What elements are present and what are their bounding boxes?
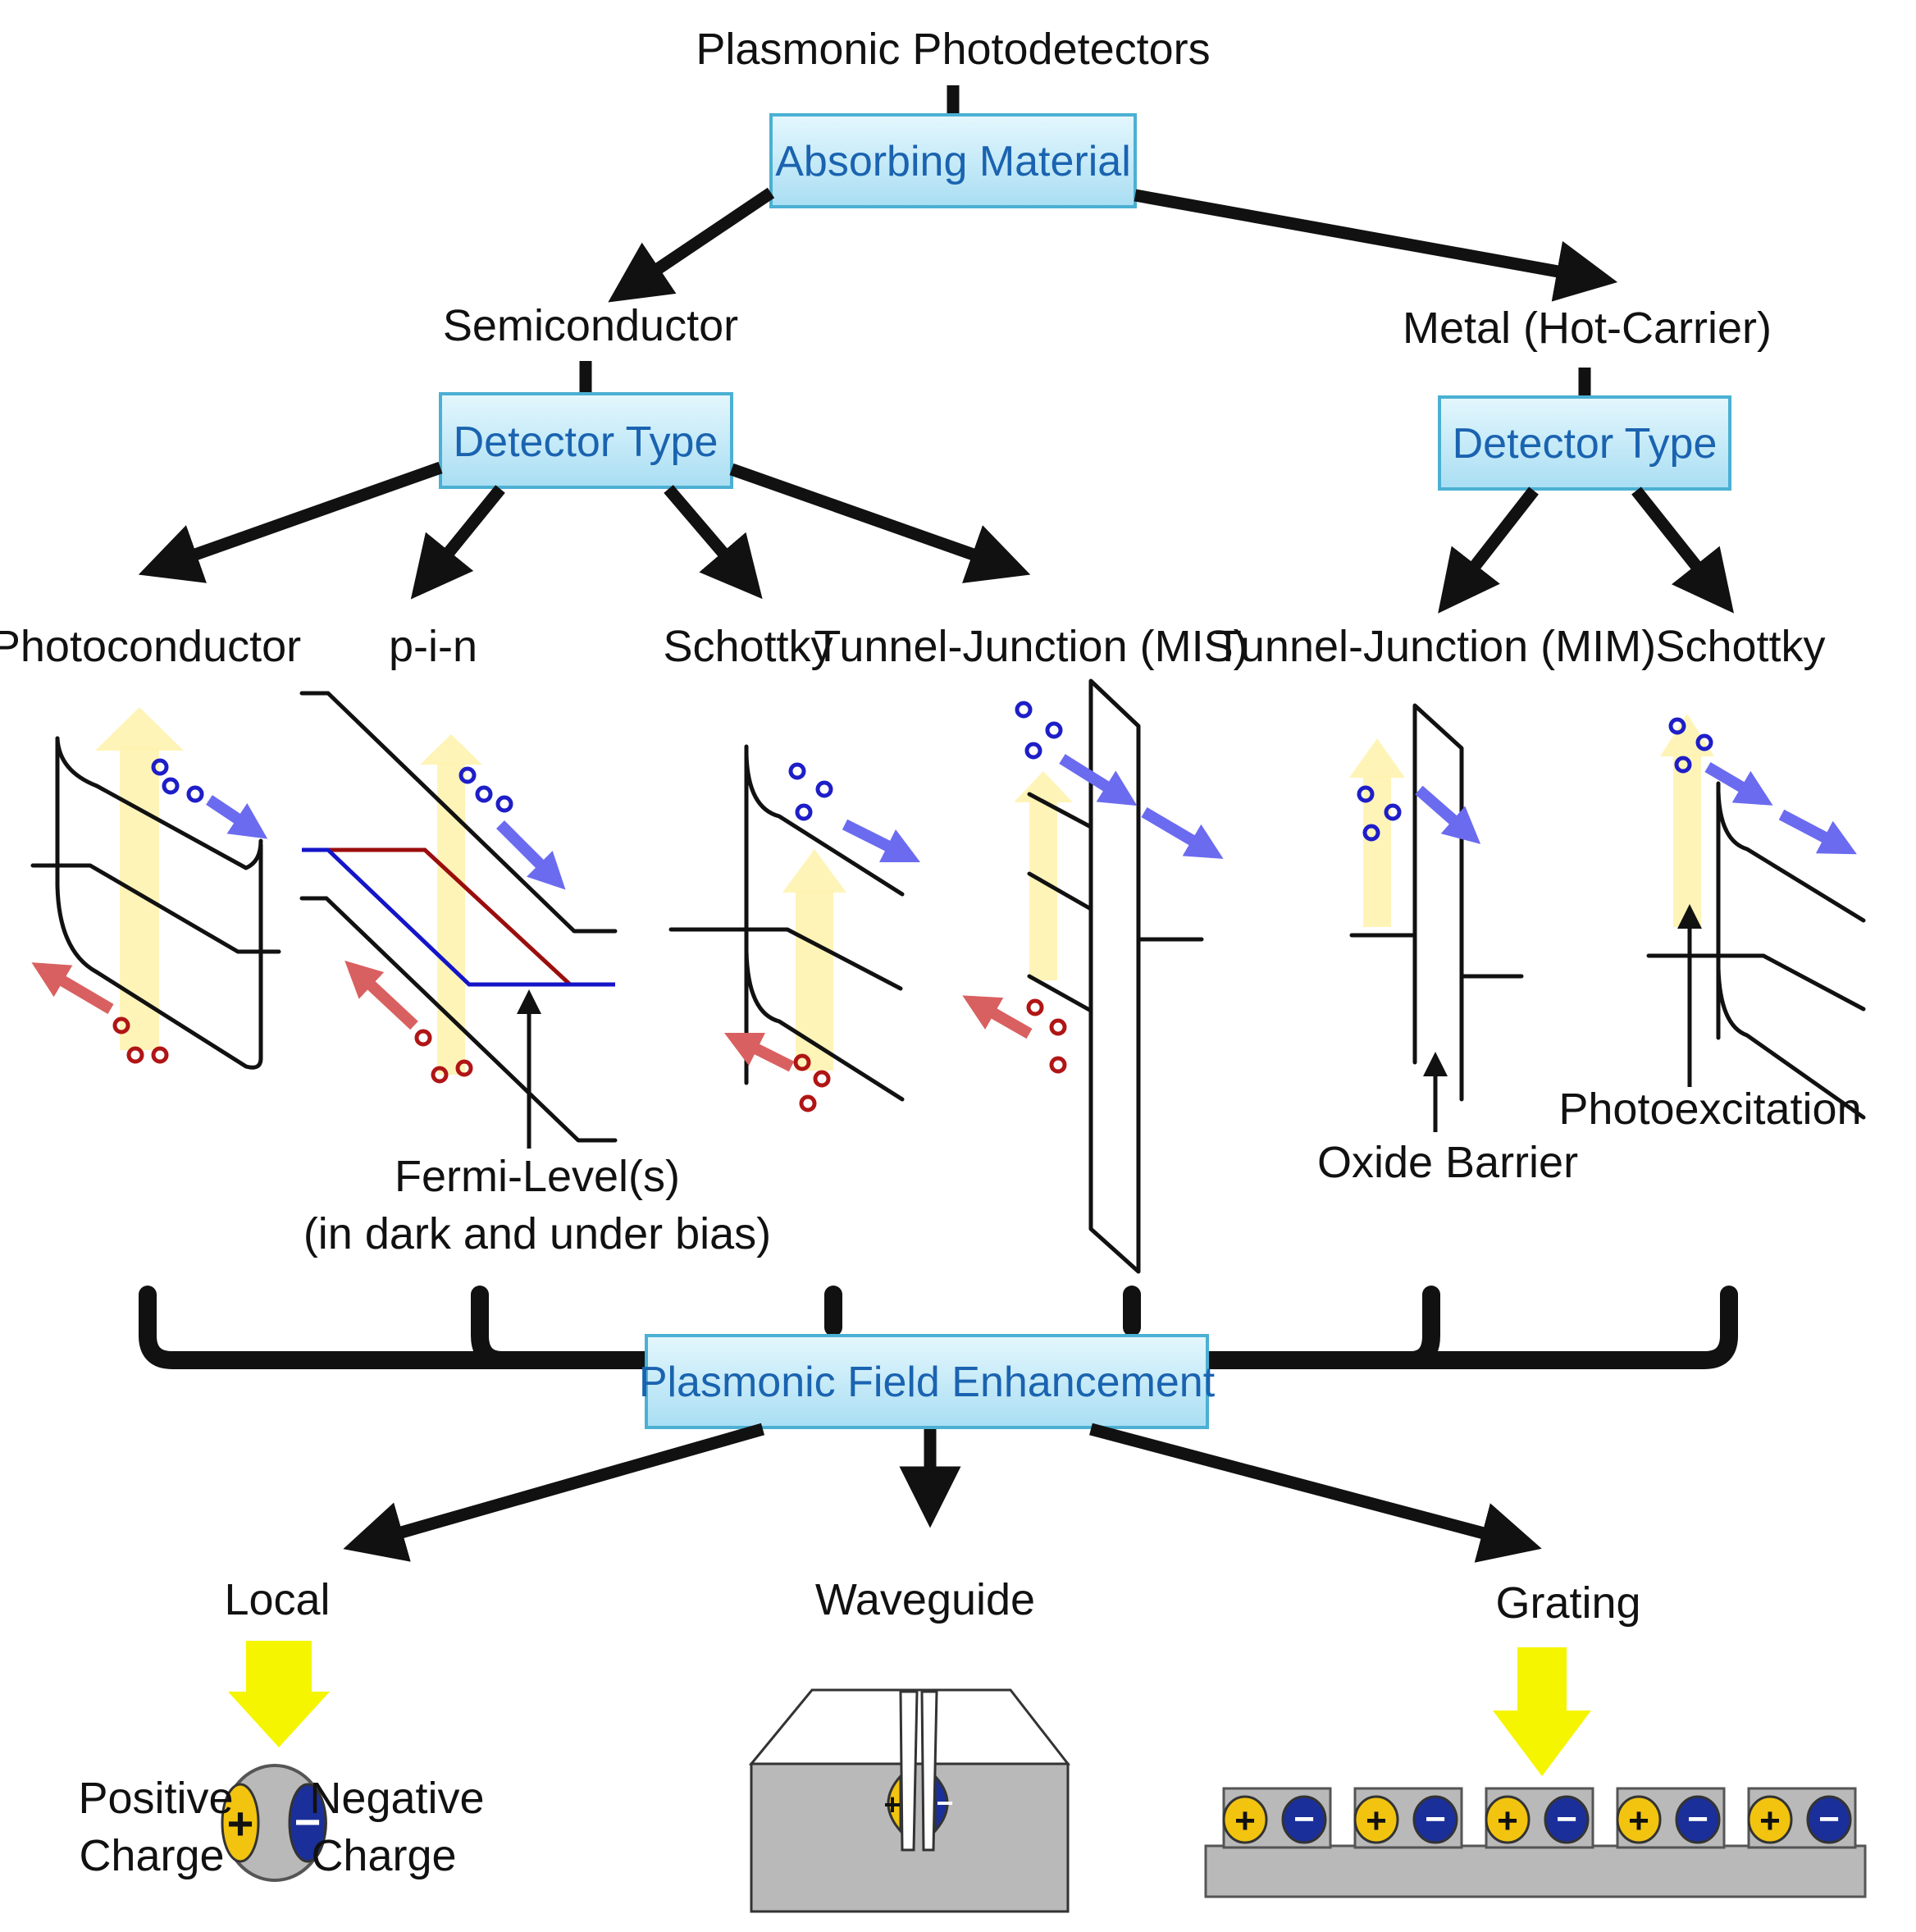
- grating-illustration: + − + − + − + − + −: [1204, 1647, 1867, 1898]
- band-diagram-schottky-semi: [668, 744, 921, 1112]
- minus-symbol-grating-2: −: [1425, 1799, 1446, 1839]
- grating-ridge-3: + −: [1485, 1787, 1594, 1849]
- minus-symbol-grating-1: −: [1293, 1799, 1315, 1839]
- grating-ridge-4: + −: [1616, 1787, 1726, 1849]
- photoexcitation-label: Photoexcitation: [1558, 1085, 1861, 1134]
- bus-tick-mim: [1402, 1286, 1440, 1369]
- detector-label-mis: Tunnel-Junction (MIS): [814, 622, 1248, 671]
- plus-symbol-grating-5: +: [1759, 1801, 1781, 1841]
- root-title: Plasmonic Photodetectors: [696, 25, 1210, 74]
- positive-charge-label-2: Charge: [79, 1831, 224, 1880]
- arrow-to-mim: [1438, 486, 1539, 614]
- band-diagram-schottky-metal: [1646, 714, 1866, 1120]
- plasmonic-field-enhancement-label: Plasmonic Field Enhancement: [639, 1359, 1216, 1406]
- minus-symbol-grating-4: −: [1687, 1799, 1708, 1839]
- plus-symbol-local: +: [227, 1797, 254, 1849]
- detector-type-label-semiconductor: Detector Type: [454, 418, 718, 466]
- detector-label-schottky-semi: Schottky: [663, 622, 833, 671]
- detector-label-pin: p-i-n: [389, 622, 477, 671]
- band-diagram-mis: [962, 678, 1224, 1274]
- minus-symbol-grating-5: −: [1818, 1799, 1840, 1839]
- mechanism-label-grating: Grating: [1495, 1578, 1640, 1628]
- arrow-to-schottky-semi: [664, 485, 763, 600]
- detector-label-mim: Tunnel-Junction (MIM): [1215, 622, 1656, 671]
- positive-charge-label-1: Positive: [78, 1774, 233, 1823]
- incident-light-arrow-local: [228, 1641, 330, 1747]
- minus-symbol-waveguide: −: [936, 1786, 953, 1820]
- arrow-to-schottky-metal: [1631, 486, 1735, 614]
- plasmonic-field-enhancement-box: Plasmonic Field Enhancement: [639, 1334, 1216, 1429]
- detector-type-box-metal: Detector Type: [1438, 395, 1731, 491]
- detector-label-schottky-metal: Schottky: [1655, 622, 1825, 671]
- negative-charge-label-1: Negative: [309, 1774, 484, 1823]
- band-diagram-mim: [1349, 703, 1524, 1132]
- band-diagram-pin: [299, 691, 618, 1149]
- local-illustration: + −: [221, 1641, 330, 1882]
- plus-symbol-grating-1: +: [1234, 1801, 1256, 1841]
- absorbing-material-label: Absorbing Material: [775, 138, 1131, 185]
- waveguide-illustration: + −: [748, 1688, 1071, 1913]
- minus-symbol-local: −: [294, 1796, 322, 1848]
- arrow-to-mis: [729, 463, 1031, 583]
- negative-charge-label-2: Charge: [311, 1831, 456, 1880]
- bus-tick-pin: [471, 1286, 511, 1369]
- fermi-level-label: Fermi-Level(s): [395, 1152, 680, 1201]
- detector-type-box-semiconductor: Detector Type: [439, 392, 733, 489]
- arrow-to-grating: [1089, 1423, 1542, 1563]
- detector-type-label-metal: Detector Type: [1453, 420, 1718, 468]
- grating-ridge-1: + −: [1222, 1787, 1332, 1849]
- absorbing-material-box: Absorbing Material: [769, 113, 1137, 208]
- incident-light-arrow-grating: [1493, 1647, 1591, 1776]
- plus-symbol-grating-2: +: [1366, 1801, 1387, 1841]
- plus-symbol-grating-4: +: [1628, 1801, 1649, 1841]
- arrow-to-pin: [410, 485, 505, 600]
- arrow-to-local: [343, 1423, 765, 1562]
- material-label-metal: Metal (Hot-Carrier): [1403, 304, 1772, 353]
- mechanism-label-local: Local: [224, 1575, 330, 1624]
- fermi-level-sublabel: (in dark and under bias): [303, 1209, 771, 1258]
- grating-ridge-5: + −: [1747, 1787, 1857, 1849]
- arrow-to-semiconductor: [608, 187, 775, 303]
- grating-ridge-2: + −: [1353, 1787, 1463, 1849]
- material-label-semiconductor: Semiconductor: [443, 301, 738, 350]
- mechanism-label-waveguide: Waveguide: [815, 1575, 1035, 1624]
- plus-symbol-waveguide: +: [883, 1788, 901, 1821]
- minus-symbol-grating-3: −: [1556, 1799, 1577, 1839]
- band-diagram-photoconductor: [30, 707, 281, 1070]
- oxide-barrier-label: Oxide Barrier: [1317, 1138, 1578, 1187]
- arrow-to-metal: [1134, 189, 1618, 302]
- plus-symbol-grating-3: +: [1497, 1801, 1518, 1841]
- arrow-to-photoconductor: [138, 461, 443, 583]
- detector-label-photoconductor: Photoconductor: [0, 622, 301, 671]
